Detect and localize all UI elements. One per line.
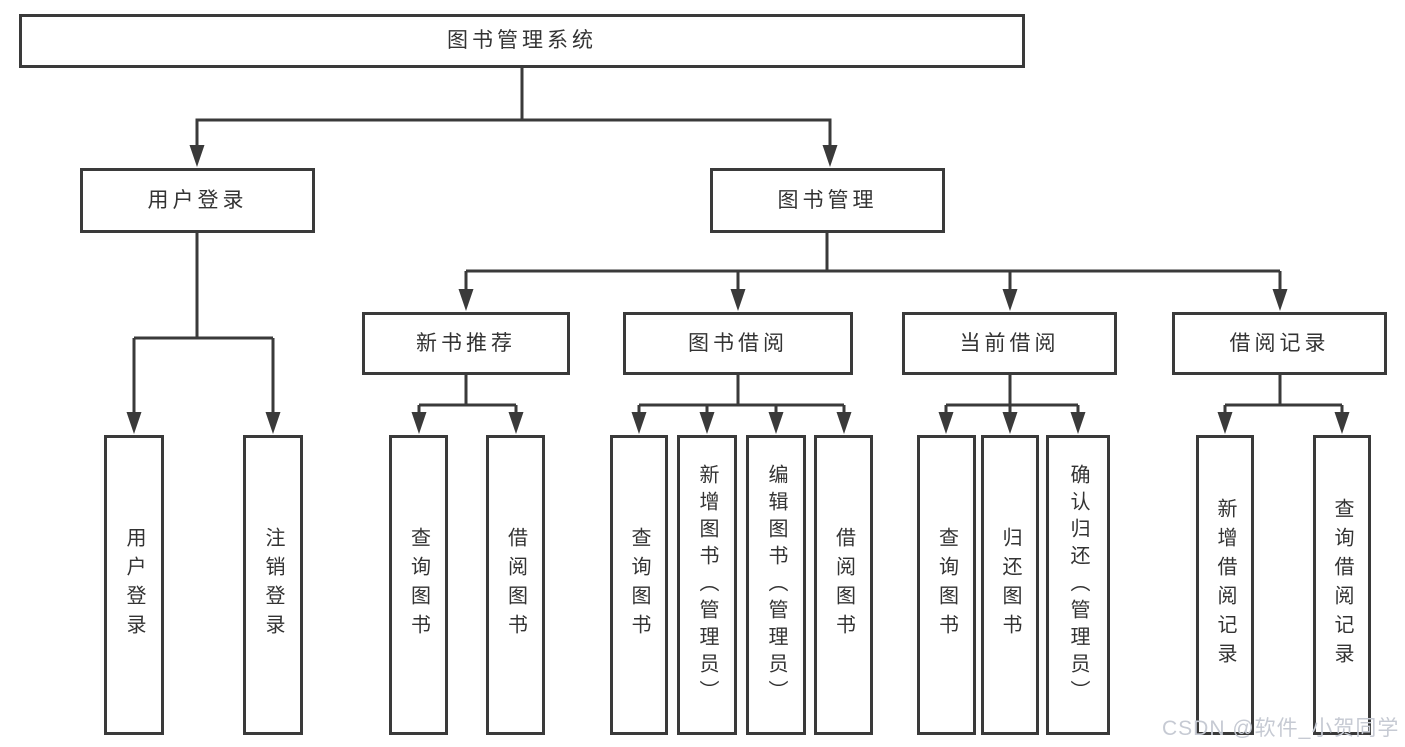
node-leaf-return-books: 归还图书 [981, 435, 1039, 735]
node-leaf-borrow-books-borrowing: 借阅图书 [814, 435, 873, 735]
node-leaf-add-books-admin: 新增图书（管理员） [677, 435, 737, 735]
node-leaf-query-books-current: 查询图书 [917, 435, 976, 735]
node-leaf-borrow-books-recommend: 借阅图书 [486, 435, 545, 735]
node-leaf-query-borrow-record: 查询借阅记录 [1313, 435, 1371, 735]
node-book-management: 图书管理 [710, 168, 945, 233]
csdn-watermark: CSDN @软件_小贺同学 [1162, 717, 1400, 740]
node-new-book-recommendation: 新书推荐 [362, 312, 570, 375]
node-book-management-system: 图书管理系统 [19, 14, 1025, 68]
node-current-borrowing: 当前借阅 [902, 312, 1117, 375]
node-leaf-logout: 注销登录 [243, 435, 303, 735]
node-user-login: 用户登录 [80, 168, 315, 233]
node-leaf-query-books-borrowing: 查询图书 [610, 435, 668, 735]
node-borrowing-records: 借阅记录 [1172, 312, 1387, 375]
node-leaf-add-borrow-record: 新增借阅记录 [1196, 435, 1254, 735]
node-leaf-confirm-return-admin: 确认归还（管理员） [1046, 435, 1110, 735]
node-leaf-query-books-recommend: 查询图书 [389, 435, 448, 735]
node-leaf-edit-books-admin: 编辑图书（管理员） [746, 435, 806, 735]
node-book-borrowing: 图书借阅 [623, 312, 853, 375]
node-leaf-user-login: 用户登录 [104, 435, 164, 735]
